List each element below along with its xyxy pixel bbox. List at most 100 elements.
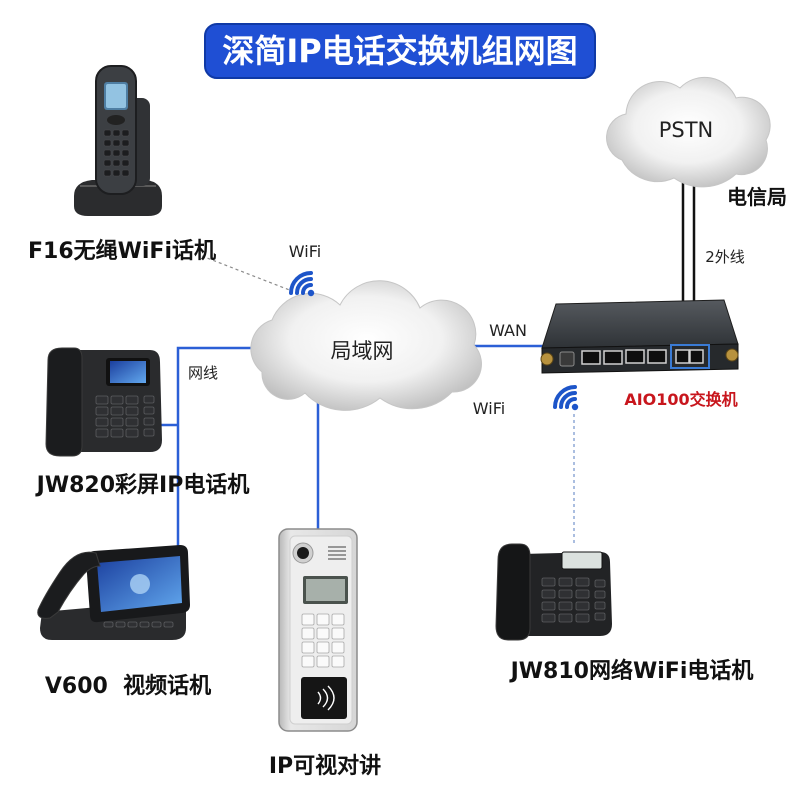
ethernet-port	[581, 350, 601, 365]
v600-label: V600 视频话机	[45, 673, 211, 699]
desk-phone-icon	[45, 347, 162, 457]
function-keys	[594, 579, 606, 621]
pstn-label: PSTN	[659, 118, 714, 142]
keypad-key	[143, 417, 155, 426]
keypad-key	[103, 169, 112, 177]
keypad-key	[112, 139, 121, 147]
keypad-key	[541, 589, 556, 599]
keypad-key	[541, 613, 556, 623]
keypad-key	[301, 627, 315, 640]
keypad-key	[301, 655, 315, 668]
lan-cloud-shape	[250, 280, 482, 411]
connections	[158, 168, 696, 568]
keypad-key	[316, 613, 330, 626]
keypad-key	[110, 428, 124, 438]
keypad-key	[125, 417, 139, 427]
cordless-phone-icon	[74, 65, 162, 216]
keypad-key	[95, 395, 109, 405]
video-phone-icon	[37, 545, 190, 640]
keypad-key	[125, 428, 139, 438]
wifi-label-right: WiFi	[473, 399, 505, 418]
keypad	[301, 613, 345, 668]
keypad-key	[112, 129, 121, 137]
keypad-key	[558, 601, 573, 611]
keypad-key	[594, 601, 606, 610]
keypad-key	[121, 159, 130, 167]
f16-label: F16无绳WiFi话机	[28, 238, 216, 264]
keypad-key	[103, 129, 112, 137]
keypad-key	[121, 139, 130, 147]
keypad-key	[575, 601, 590, 611]
handset	[45, 347, 83, 457]
keypad	[541, 577, 590, 623]
speaker-grille	[328, 546, 346, 560]
keypad-key	[301, 613, 315, 626]
wifi-arc	[300, 282, 313, 295]
wifi-link-f16	[201, 255, 293, 292]
switch-label: AIO100交换机	[624, 390, 737, 409]
handset	[495, 543, 531, 641]
ethernet-port	[647, 349, 667, 364]
keypad-key	[594, 612, 606, 621]
keypad-key	[575, 613, 590, 623]
keypad-key	[558, 577, 573, 587]
keypad-key	[301, 641, 315, 654]
lan-cloud: 局域网	[250, 280, 482, 411]
wifi-arc	[289, 271, 313, 295]
ethernet-port	[603, 350, 623, 365]
fxo-port-highlight	[670, 344, 710, 369]
title-banner-background	[204, 23, 596, 79]
keypad-key	[121, 129, 130, 137]
desk-phone-icon	[495, 543, 612, 641]
wifi-dot	[571, 403, 579, 411]
jw810-label: JW810网络WiFi电话机	[509, 658, 754, 684]
wifi-arc	[558, 390, 577, 409]
cable-label: 网线	[188, 364, 218, 382]
keypad-key	[95, 428, 109, 438]
fxo-port	[675, 349, 690, 364]
keypad-key	[103, 621, 114, 628]
keypad-key	[558, 589, 573, 599]
keypad-key	[127, 621, 138, 628]
keypad	[103, 129, 130, 177]
keypad-key	[575, 577, 590, 587]
keypad-key	[95, 406, 109, 416]
phone-screen	[106, 84, 126, 108]
antenna-connector-icon	[540, 352, 554, 366]
title-banner: 深简IP电话交换机组网图	[204, 23, 596, 79]
keypad-key	[331, 627, 345, 640]
pstn-cloud-shape	[606, 76, 771, 188]
keypad-key	[103, 149, 112, 157]
keypad-key	[151, 621, 162, 628]
rfid-icon	[317, 685, 335, 711]
wifi-icon	[289, 271, 315, 297]
phone-screen	[561, 551, 603, 570]
wan-label: WAN	[489, 321, 527, 340]
keypad-key	[575, 589, 590, 599]
keypad-key	[125, 395, 139, 405]
keypad-key	[110, 417, 124, 427]
keypad-key	[594, 579, 606, 588]
keypad-key	[558, 613, 573, 623]
keypad-key	[139, 621, 150, 628]
wifi-dot	[307, 289, 315, 297]
keypad-key	[143, 428, 155, 437]
antenna-connector-icon	[725, 348, 739, 362]
keypad-key	[331, 655, 345, 668]
diagram-title: 深简IP电话交换机组网图	[222, 32, 577, 70]
keypad-key	[112, 159, 121, 167]
keypad-key	[316, 655, 330, 668]
intercom-label: IP可视对讲	[269, 753, 381, 779]
door-intercom-icon	[278, 528, 358, 732]
ethernet-port	[625, 349, 645, 364]
wifi-label-left: WiFi	[289, 242, 321, 261]
telecom-provider-label: 电信局	[727, 185, 787, 209]
trunk-label: 2外线	[705, 248, 745, 266]
power-jack	[559, 351, 575, 367]
fxo-port	[689, 349, 704, 364]
keypad-key	[103, 159, 112, 167]
keypad-key	[143, 406, 155, 415]
function-keys	[143, 395, 155, 437]
keypad-key	[115, 621, 126, 628]
